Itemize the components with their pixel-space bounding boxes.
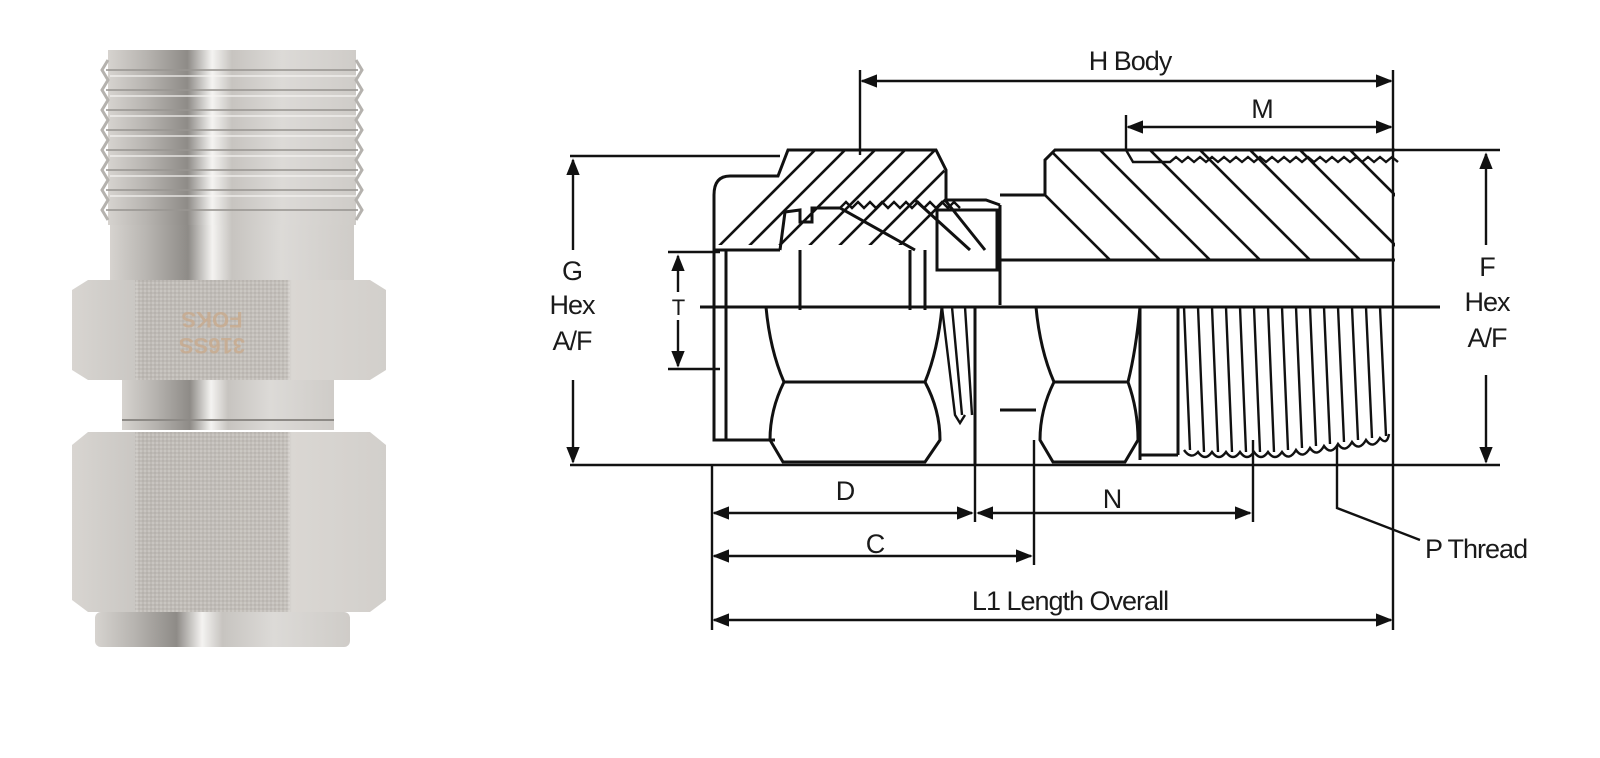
label-f-hex: Hex	[1464, 287, 1511, 317]
hex-engraving: 316SS FOKS	[179, 307, 245, 358]
pipe-thread	[100, 50, 364, 280]
label-n: N	[1103, 484, 1122, 514]
label-h-body: H Body	[1089, 46, 1173, 76]
label-m: M	[1251, 94, 1273, 124]
label-l1-length-overall: L1 Length Overall	[972, 586, 1168, 616]
svg-text:316SS: 316SS	[179, 333, 245, 358]
dimension-lines	[566, 74, 1493, 627]
label-c: C	[866, 529, 885, 559]
nut-hex-view	[764, 306, 977, 465]
product-photo: 316SS FOKS	[70, 40, 390, 660]
nut-collar	[95, 612, 350, 647]
label-d: D	[836, 476, 855, 506]
body-hex-view	[1000, 306, 1178, 464]
label-t: T	[672, 295, 685, 320]
male-pipe-thread	[1176, 306, 1391, 459]
nut-section	[712, 148, 1001, 442]
nut-hex	[72, 432, 386, 612]
extension-lines	[570, 70, 1500, 630]
svg-text:FOKS: FOKS	[181, 307, 242, 332]
body-hex: 316SS FOKS	[72, 280, 386, 380]
p-thread-leader	[1335, 446, 1421, 542]
label-f-af: A/F	[1467, 323, 1507, 353]
label-g-af: A/F	[552, 326, 592, 356]
fitting-photo-illustration: 316SS FOKS	[72, 50, 386, 647]
fitting-neck	[122, 380, 334, 430]
label-p-thread: P Thread	[1425, 534, 1527, 564]
label-g-hex: Hex	[549, 290, 596, 320]
label-f: F	[1479, 252, 1495, 282]
label-g: G	[562, 256, 582, 286]
dimension-labels: H Body M G Hex A/F F Hex A/F T D N C P T…	[549, 46, 1528, 616]
